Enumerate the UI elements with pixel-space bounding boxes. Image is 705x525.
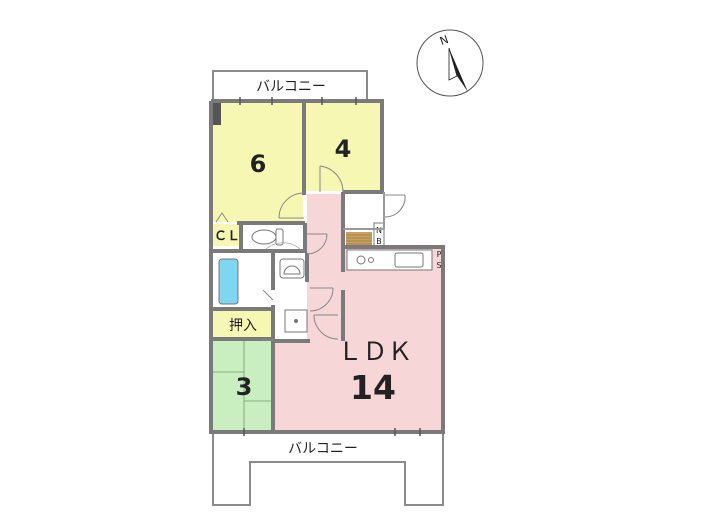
washer-icon (284, 309, 308, 333)
oshiire: 押入 (213, 311, 273, 338)
balcony-top: バルコニー (212, 70, 368, 100)
pipe-space-label-1: P (437, 250, 442, 259)
room-6-label: 6 (250, 150, 267, 178)
room-6: 6 (213, 103, 303, 222)
balcony-bottom-label: バルコニー (288, 441, 358, 457)
balcony-bottom: バルコニー (212, 432, 444, 506)
ldk-label: ＬＤＫ (337, 337, 412, 366)
pipe-space-label-2: S (436, 261, 441, 270)
stove-burner-icon (356, 255, 366, 265)
shoe-box-label-2: B (376, 237, 382, 246)
kitchen-counter (346, 249, 433, 271)
room-3-label: 3 (236, 373, 253, 401)
bathtub-icon (218, 258, 239, 305)
closet-label: ＣＬ (214, 229, 240, 244)
room-4-label: 4 (335, 135, 352, 163)
door-swings (215, 165, 406, 341)
shoe-box: N B (373, 222, 385, 248)
room-ldk: ＬＤＫ 14 (275, 248, 443, 432)
pipe-space: P S (436, 250, 441, 270)
shoe-box-label-1: N (376, 226, 382, 235)
oshiire-label: 押入 (229, 318, 257, 334)
ldk-size: 14 (350, 368, 396, 407)
balcony-top-label: バルコニー (256, 79, 326, 95)
room-4: 4 (306, 103, 380, 191)
walls (209, 99, 445, 434)
kitchen-sink-icon (394, 252, 424, 268)
entrance-step (346, 232, 372, 246)
room-3: 3 (213, 341, 274, 432)
window-marks (239, 97, 421, 436)
closet: ＣＬ (213, 224, 241, 246)
sink-icon (283, 265, 301, 275)
bathroom (215, 255, 270, 308)
hallway (307, 194, 342, 341)
thin-partitions (343, 192, 385, 230)
washroom (276, 255, 308, 339)
compass-needle-icon (449, 48, 468, 92)
toilet (243, 224, 303, 251)
compass: N (416, 29, 484, 97)
